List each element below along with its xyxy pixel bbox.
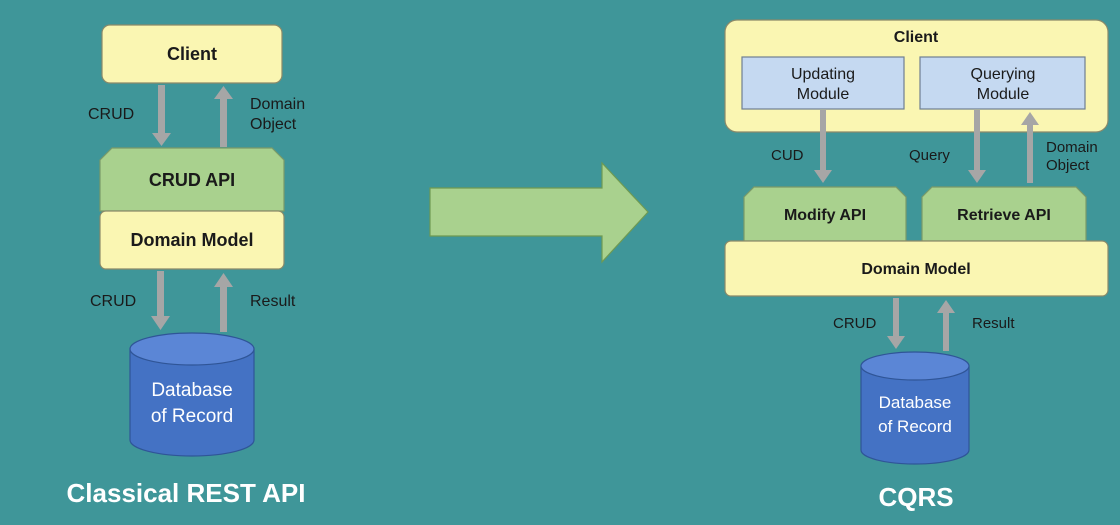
right-result-label: Result bbox=[972, 315, 1015, 332]
right-result-arrow bbox=[937, 300, 955, 351]
right-database-label-1: Database bbox=[879, 393, 952, 412]
right-crud-arrow bbox=[887, 298, 905, 349]
left-domain-object-label-2: Object bbox=[250, 116, 297, 133]
left-client-label: Client bbox=[167, 44, 217, 64]
updating-module-label-1: Updating bbox=[791, 66, 855, 83]
right-database-label-2: of Record bbox=[878, 417, 952, 436]
left-client-box bbox=[101, 24, 283, 84]
left-domain-object-up-arrow bbox=[214, 86, 233, 147]
query-label: Query bbox=[909, 147, 950, 164]
retrieve-api-label: Retrieve API bbox=[957, 207, 1051, 224]
right-client-label: Client bbox=[894, 29, 939, 46]
classical-rest-diagram: Client CRUD Domain Object CRUD API Domai… bbox=[67, 24, 306, 508]
modify-api-label: Modify API bbox=[784, 207, 866, 224]
right-domain-model-label: Domain Model bbox=[861, 261, 970, 278]
left-crud-db-label: CRUD bbox=[90, 293, 136, 310]
right-domain-model-box bbox=[724, 240, 1109, 297]
left-database-label-2: of Record bbox=[151, 406, 233, 427]
left-result-arrow bbox=[214, 273, 233, 332]
right-database-cylinder bbox=[860, 351, 970, 465]
cud-arrow bbox=[814, 110, 832, 183]
cud-label: CUD bbox=[771, 147, 804, 164]
left-database-label-1: Database bbox=[151, 380, 232, 401]
right-caption: CQRS bbox=[878, 482, 953, 512]
left-caption: Classical REST API bbox=[67, 478, 306, 508]
left-result-label: Result bbox=[250, 293, 296, 310]
updating-module-label-2: Module bbox=[797, 86, 850, 103]
left-crud-api-box bbox=[99, 147, 285, 212]
right-domain-object-label-1: Domain bbox=[1046, 139, 1098, 156]
left-domain-model-label: Domain Model bbox=[130, 230, 253, 250]
left-crud-api-label: CRUD API bbox=[149, 170, 235, 190]
querying-module-label-2: Module bbox=[977, 86, 1030, 103]
right-crud-label: CRUD bbox=[833, 315, 876, 332]
left-crud-label: CRUD bbox=[88, 106, 134, 123]
left-crud-down-arrow bbox=[152, 85, 171, 146]
cqrs-diagram: Client Updating Module Querying Module C… bbox=[724, 19, 1109, 512]
left-database-cylinder bbox=[129, 332, 255, 457]
left-domain-object-label-1: Domain bbox=[250, 96, 305, 113]
right-domain-object-label-2: Object bbox=[1046, 157, 1090, 174]
right-domain-object-arrow bbox=[1021, 112, 1039, 183]
left-crud-db-arrow bbox=[151, 271, 170, 330]
left-domain-model-box bbox=[99, 210, 285, 270]
updating-module-box bbox=[741, 56, 905, 110]
query-arrow bbox=[968, 110, 986, 183]
querying-module-label-1: Querying bbox=[971, 66, 1036, 83]
transition-arrow bbox=[429, 161, 649, 264]
querying-module-box bbox=[919, 56, 1086, 110]
